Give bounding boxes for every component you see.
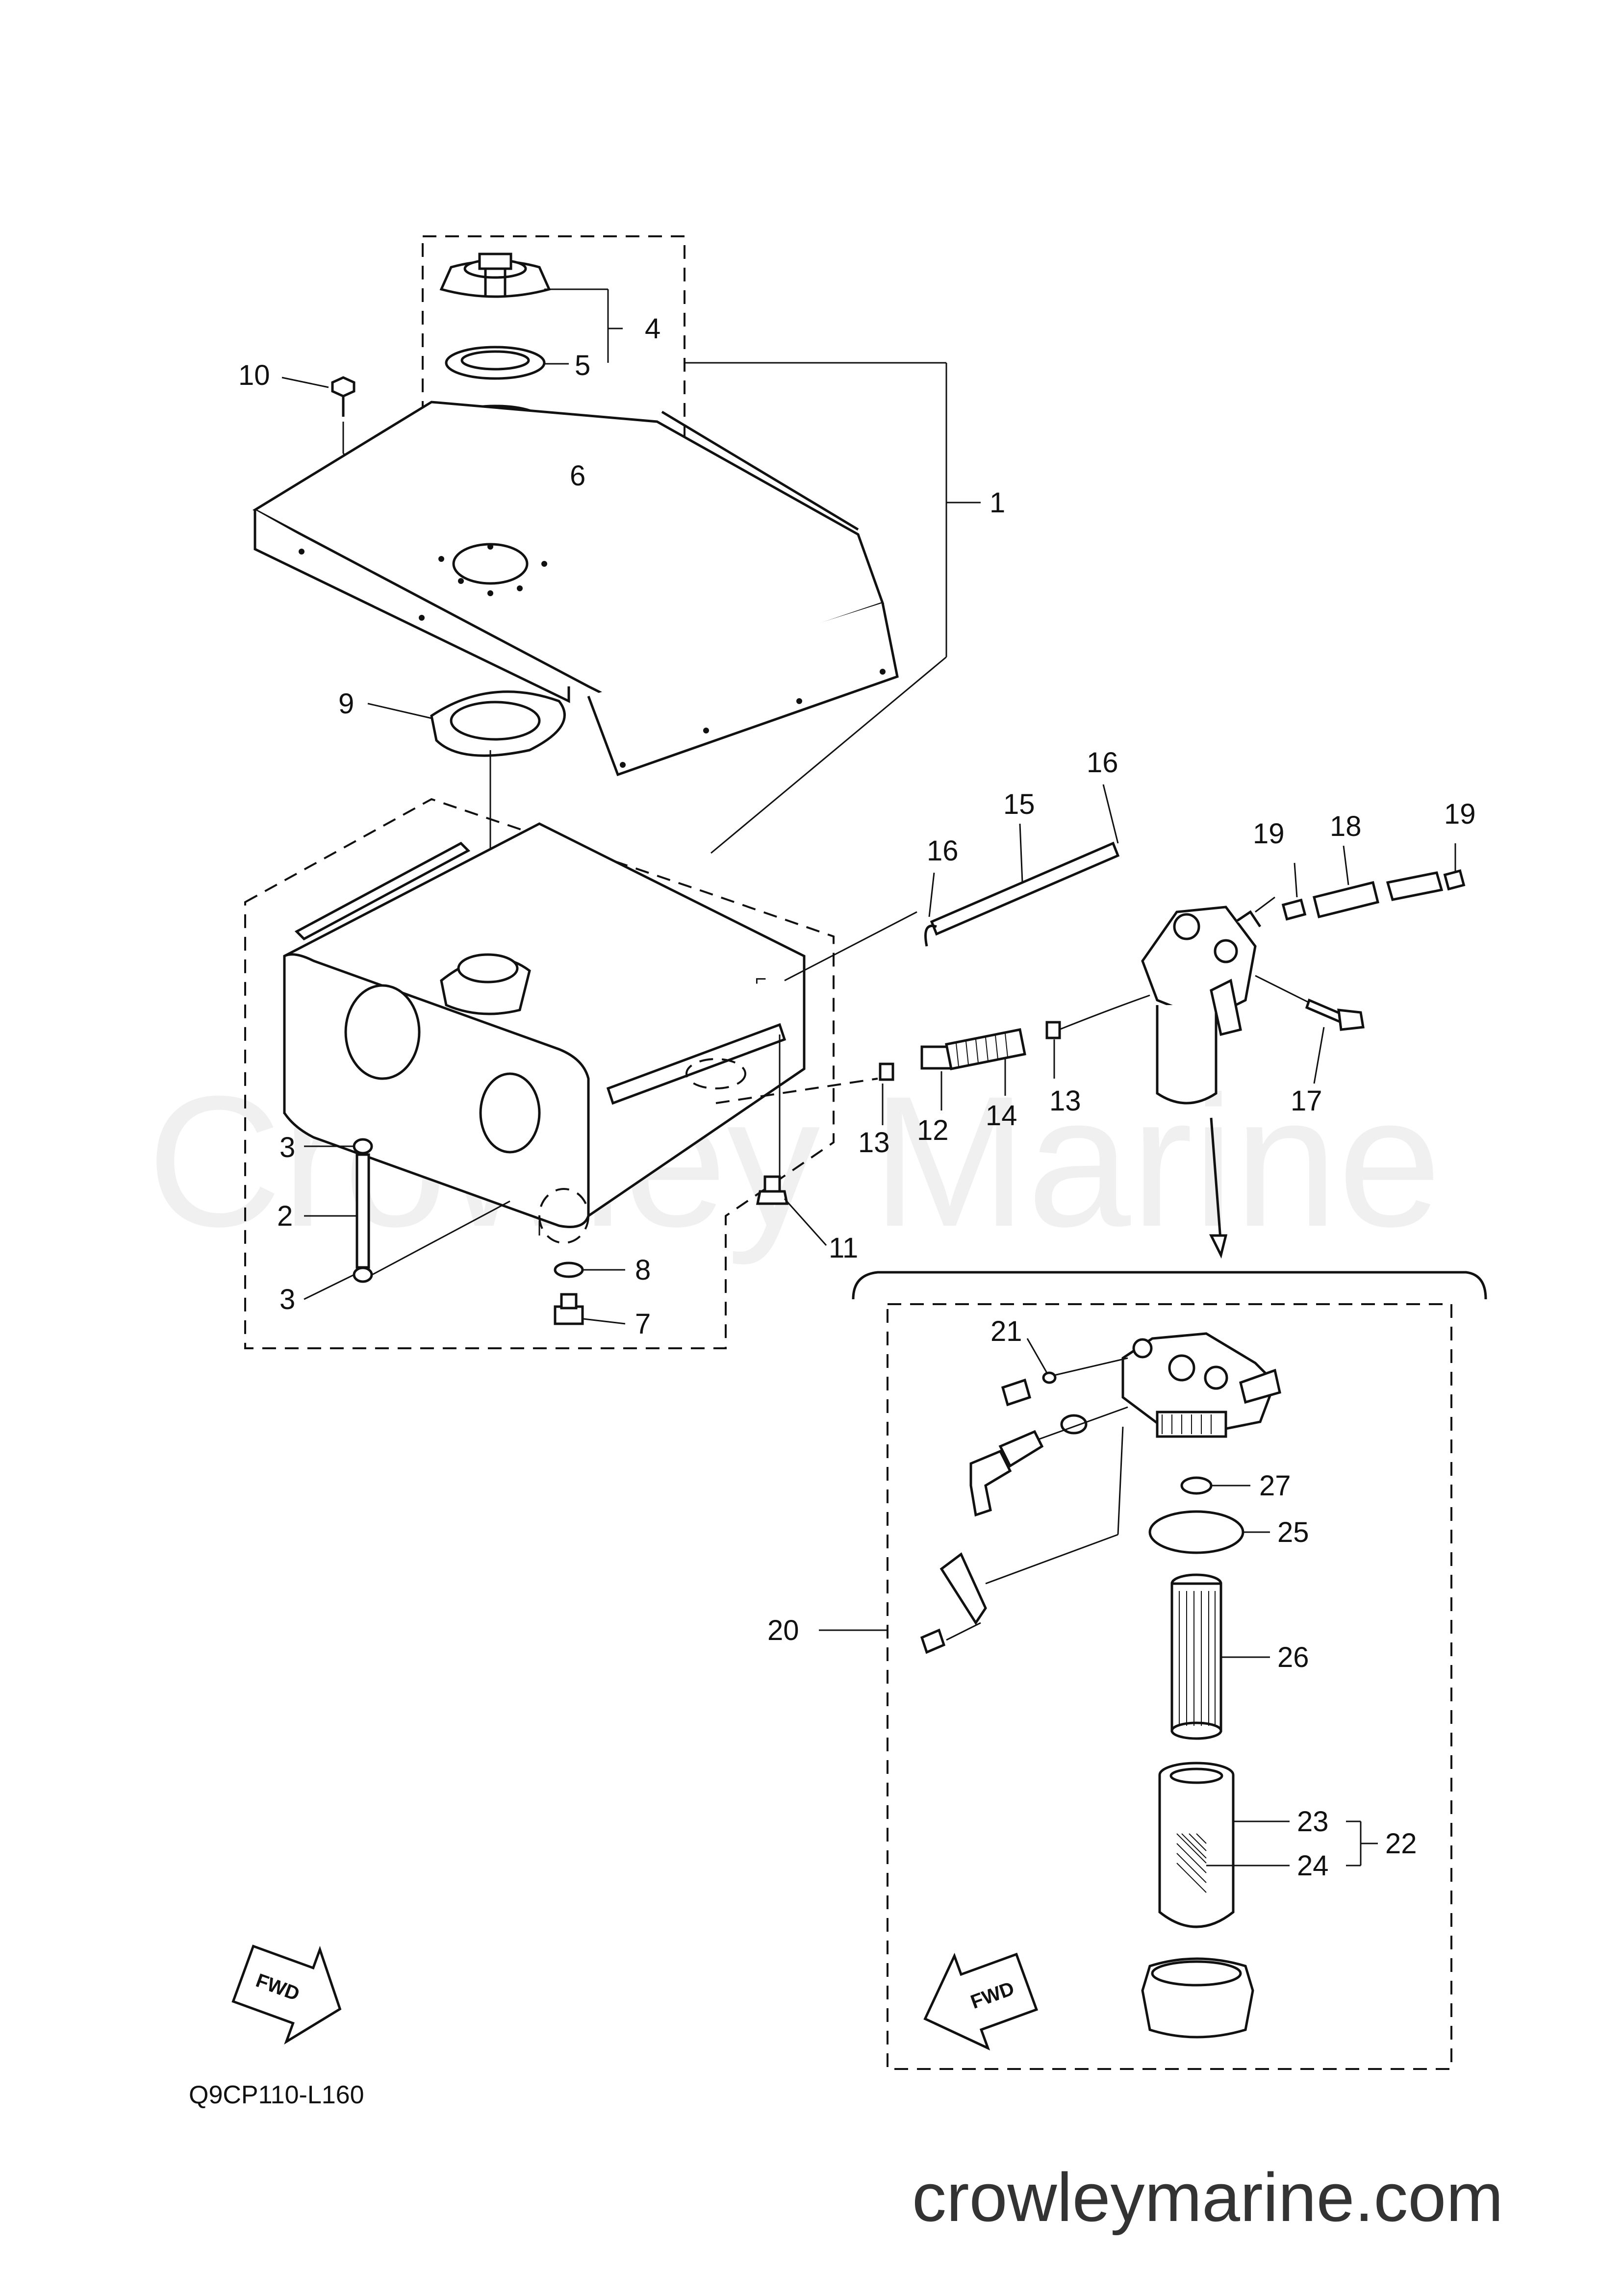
callout-3a: 3 (279, 1132, 295, 1163)
callout-5: 5 (575, 350, 590, 381)
callout-11: 11 (829, 1232, 858, 1264)
callout-16a: 16 (927, 835, 959, 867)
callout-23: 23 (1297, 1806, 1329, 1838)
fwd-arrow-right-icon: FWD (923, 1952, 1039, 2051)
callout-22: 22 (1385, 1828, 1417, 1860)
callout-6: 6 (570, 460, 585, 492)
callout-14: 14 (986, 1100, 1017, 1132)
fuel-cap (439, 252, 551, 298)
callout-19a: 19 (1253, 818, 1285, 850)
callout-25: 25 (1277, 1516, 1309, 1548)
callout-4: 4 (645, 313, 660, 345)
callout-26: 26 (1277, 1641, 1309, 1673)
callout-13b: 13 (1049, 1085, 1081, 1117)
screw-10 (331, 376, 355, 417)
diagram-code: Q9CP110-L160 (189, 2081, 364, 2109)
callout-8: 8 (635, 1254, 651, 1286)
drain-pipe (304, 1138, 373, 1300)
tank-gasket (367, 690, 566, 757)
callout-7: 7 (635, 1308, 651, 1340)
callout-1: 1 (990, 487, 1005, 519)
top-cover (252, 401, 899, 777)
part-1-bracket (685, 362, 981, 854)
filter-detail-bracket (852, 1117, 1487, 2070)
bolt-11 (756, 1175, 827, 1246)
callout-18: 18 (1330, 810, 1362, 842)
fuel-filter-assembled (1141, 906, 1262, 1105)
callouts: 4 5 6 10 1 9 16 15 16 19 18 19 17 13 12 … (238, 313, 1476, 1882)
callout-27: 27 (1259, 1470, 1291, 1502)
callout-10: 10 (238, 359, 270, 391)
callout-21: 21 (990, 1315, 1022, 1347)
hose-18 (1255, 843, 1466, 921)
filler-group-box (422, 235, 685, 538)
callout-3b: 3 (279, 1284, 295, 1315)
cover-holes (299, 544, 886, 768)
svg-text:⌐: ⌐ (755, 968, 766, 990)
callout-12: 12 (917, 1114, 949, 1146)
callout-17: 17 (1291, 1085, 1322, 1117)
fuel-tank: ⌐ (244, 798, 835, 1349)
filter-exploded (819, 1332, 1378, 2039)
callout-15: 15 (1003, 788, 1035, 820)
callout-19b: 19 (1444, 798, 1476, 830)
callout-16b: 16 (1087, 747, 1118, 779)
callout-2: 2 (277, 1200, 293, 1232)
drain-plug (554, 1262, 626, 1325)
fuel-lines (715, 784, 1150, 1125)
callout-20: 20 (767, 1615, 799, 1646)
site-url: crowleymarine.com (912, 2159, 1503, 2236)
fwd-arrow-left-icon: FWD (231, 1944, 342, 2045)
callout-13a: 13 (858, 1127, 890, 1159)
callout-9: 9 (338, 688, 354, 720)
cap-gasket (445, 346, 546, 380)
callout-24: 24 (1297, 1850, 1329, 1882)
bolt-17 (1255, 975, 1365, 1084)
